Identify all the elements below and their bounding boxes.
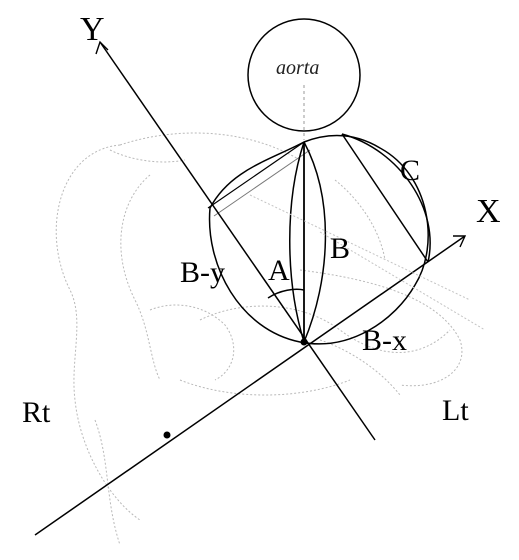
label-lt: Lt [442,394,469,427]
origin-point [300,338,308,346]
label-a: A [268,254,290,287]
label-b-y: B-y [180,256,225,289]
b-curve-left [289,141,305,343]
x-axis-label: X [476,193,501,230]
y-axis-line [99,41,376,441]
b-curve [303,141,327,343]
rt-reference-point [163,431,171,439]
projection-line-upper [207,141,305,209]
label-rt: Rt [22,396,51,429]
vertebral-body-outline [208,134,429,345]
faint-guide-1 [249,194,471,301]
label-b-x: B-x [362,324,407,357]
label-b: B [330,232,350,265]
y-axis-label: Y [80,11,105,48]
chord-c-line [341,133,429,263]
x-axis-arrowhead [453,235,467,248]
faint-bone-outline [55,132,463,546]
aorta-circle [247,18,361,132]
x-axis-line [34,235,466,536]
c-arc [341,133,431,263]
aorta-label: aorta [276,57,319,79]
label-c: C [400,154,420,187]
y-axis-arrowhead [95,40,109,55]
projection-line-lower [213,149,311,217]
angle-a-arc [267,288,305,299]
